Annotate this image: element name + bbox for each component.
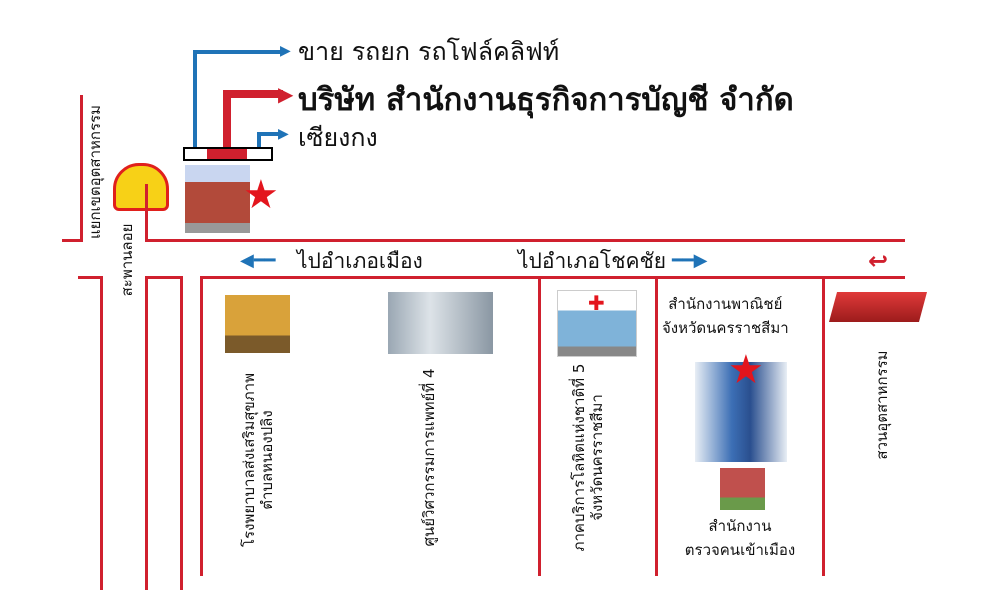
pointer-line: [257, 132, 261, 148]
road-line: [655, 276, 658, 576]
hospital-label: โรงพยาบาลส่งเสริมสุขภาพตำบลหนองปลิง: [240, 373, 276, 547]
chiang-kong-label: เซียงกง: [298, 123, 378, 152]
pointer-line: [193, 50, 197, 148]
road-line: [145, 276, 181, 279]
commerce-office-label: สำนักงานพาณิชย์จังหวัดนครราชสีมา: [662, 295, 789, 337]
u-turn-icon: ↩: [868, 247, 889, 275]
forklift-label: ขาย รถยก รถโฟล์คลิฟท์: [298, 37, 560, 66]
commerce-building-icon: [695, 362, 787, 462]
direction-left: ไปอำเภอเมือง: [297, 249, 423, 273]
road-line: [145, 184, 148, 242]
road-line: [62, 239, 82, 242]
immigration-building-icon: [720, 468, 765, 510]
company-name: บริษัท สำนักงานธุรกิจการบัญชี จำกัด: [298, 82, 794, 118]
industrial-park-icon: [828, 292, 928, 322]
pointer-line: [193, 50, 283, 54]
signboard: [183, 147, 273, 161]
pointer-line: [223, 90, 231, 148]
direction-right: ไปอำเภอโชคชัย: [518, 249, 667, 273]
industrial-park-label: สวนอุตสาหกรรม: [873, 350, 891, 460]
arrow-icon: ▶: [278, 82, 294, 106]
road-line: [822, 276, 825, 576]
star-icon: ★: [243, 172, 279, 218]
left-arrow-icon: ◀━━: [240, 250, 276, 271]
overpass-label: สะพานลอย: [118, 223, 136, 297]
medical-engineering-building-icon: [388, 292, 493, 354]
road-line: [200, 276, 203, 576]
pointer-line: [257, 132, 281, 136]
star-icon: ★: [728, 347, 764, 393]
road-line: [180, 276, 183, 590]
medical-engineering-label: ศูนย์วิศวกรรมการแพทย์ที่ 4: [420, 368, 438, 547]
road-line: [145, 276, 148, 590]
pointer-line: [223, 90, 283, 98]
blood-service-building-icon: ✚: [557, 290, 637, 357]
road-line: [200, 276, 905, 279]
hospital-icon: [225, 295, 290, 353]
right-arrow-icon: ━━▶: [672, 250, 708, 271]
road-line: [145, 239, 905, 242]
shell-logo-icon: [113, 163, 169, 211]
road-line: [100, 276, 103, 590]
arrow-icon: ▶: [278, 126, 289, 142]
road-line: [78, 276, 100, 279]
junction-label: แยกเขตอุตสาหกรรม: [86, 105, 104, 239]
immigration-label: สำนักงานตรวจคนเข้าเมือง: [684, 517, 796, 559]
arrow-icon: ▶: [280, 43, 291, 59]
road-line: [538, 276, 541, 576]
office-building-icon: [185, 165, 250, 233]
road-line: [80, 95, 83, 242]
